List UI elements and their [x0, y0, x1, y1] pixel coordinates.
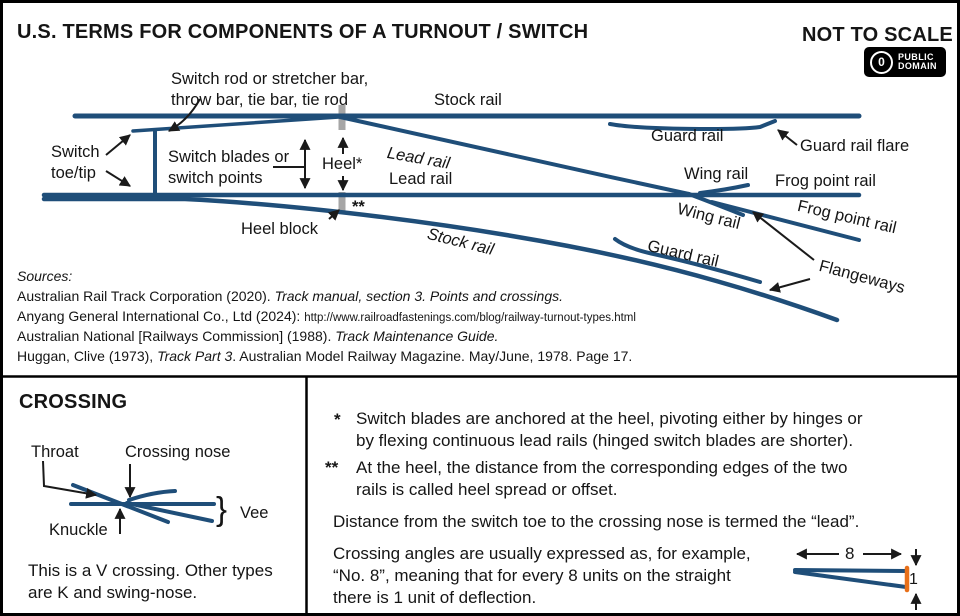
source-2-url: http://www.railroadfastenings.com/blog/r…	[304, 312, 636, 324]
angle-deflected-rail-line	[793, 570, 908, 589]
lower-guard-rail-line	[613, 237, 762, 284]
guard-rail-top-label: Guard rail	[651, 127, 724, 145]
guard-rail-flare-label: Guard rail flare	[800, 137, 910, 155]
sources-heading: Sources:	[17, 268, 73, 284]
source-1-text: Australian Rail Track Corporation (2020)…	[17, 288, 275, 304]
crossing-nose-label: Crossing nose	[125, 443, 231, 461]
lead-note: Distance from the switch toe to the cros…	[333, 512, 860, 531]
source-4-title: Track Part 3	[157, 348, 233, 364]
crossing-angle-diagram	[793, 565, 910, 593]
public-domain-badge: 0 PUBLIC DOMAIN	[864, 47, 946, 77]
not-to-scale-note: NOT TO SCALE	[802, 24, 953, 46]
vee-label: Vee	[240, 504, 269, 522]
crossing-wing-rail-line	[127, 489, 177, 502]
source-4-text-a: Huggan, Clive (1973),	[17, 348, 158, 364]
one-unit-label: 1	[909, 571, 918, 588]
switch-rod-pointer-arrow	[168, 98, 201, 132]
source-3-title: Track Maintenance Guide.	[335, 328, 499, 344]
heel-label: Heel*	[322, 155, 363, 173]
throat-pointer-arrow	[42, 460, 98, 499]
crossing-vee-rail-line	[125, 501, 214, 523]
source-item-4: Huggan, Clive (1973), Track Part 3. Aust…	[17, 347, 632, 367]
crossing-angle-note: Crossing angles are usually expressed as…	[333, 544, 751, 607]
double-star-note: At the heel, the distance from the corre…	[356, 458, 848, 499]
wing-rail-upper-label: Wing rail	[684, 165, 749, 183]
heel-block-label: Heel block	[241, 220, 319, 238]
source-4-text-b: . Australian Model Railway Magazine. May…	[232, 348, 633, 364]
eight-units-label: 8	[845, 544, 855, 563]
curved-lead-rail-line	[338, 115, 691, 196]
badge-line-2: DOMAIN	[898, 61, 937, 71]
angle-straight-rail-line	[793, 568, 908, 573]
switch-toe-lower-arrow	[105, 170, 131, 187]
heel-block-arrow	[327, 209, 340, 221]
double-star-marker: **	[325, 458, 339, 477]
flangeway-lower-arrow	[768, 278, 811, 293]
stock-rail-top-label: Stock rail	[434, 91, 502, 109]
panel-dividers	[3, 375, 957, 613]
flangeway-upper-arrow	[752, 211, 815, 261]
guard-rail-flare-arrow	[777, 129, 798, 146]
frog-point-rail-straight-label: Frog point rail	[775, 172, 876, 190]
top-switch-blade-line	[131, 115, 341, 133]
crossing-caption: This is a V crossing. Other types are K …	[28, 561, 273, 602]
crossing-heading: CROSSING	[19, 391, 128, 413]
source-item-3: Australian National [Railways Commission…	[17, 327, 498, 347]
crossing-rails	[69, 483, 216, 524]
switch-toe-label: Switch toe/tip	[51, 143, 100, 182]
source-1-title: Track manual, section 3. Points and cros…	[274, 288, 563, 304]
heel-block-bottom-tick	[338, 192, 346, 211]
vee-brace: }	[216, 490, 228, 527]
star-note: Switch blades are anchored at the heel, …	[356, 409, 863, 450]
annotation-arrows	[42, 98, 922, 610]
top-guard-rail-line	[608, 119, 777, 131]
star-marker: *	[334, 410, 341, 429]
switch-toe-upper-arrow	[105, 134, 131, 156]
switch-rod-label: Switch rod or stretcher bar, throw bar, …	[171, 70, 369, 109]
upper-wing-rail-line	[698, 183, 750, 195]
throat-label: Throat	[31, 443, 79, 461]
knuckle-label: Knuckle	[49, 521, 108, 539]
page-title: U.S. TERMS FOR COMPONENTS OF A TURNOUT /…	[17, 21, 589, 43]
curved-frog-point-rail-line	[710, 200, 861, 242]
public-domain-badge-label: PUBLIC DOMAIN	[898, 51, 937, 72]
source-3-text: Australian National [Railways Commission…	[17, 328, 336, 344]
source-2-text: Anyang General International Co., Ltd (2…	[17, 308, 305, 324]
lead-rail-straight-label: Lead rail	[389, 170, 453, 188]
source-item-2: Anyang General International Co., Ltd (2…	[17, 307, 636, 329]
switch-blades-label: Switch blades or switch points	[168, 148, 290, 187]
public-domain-zero: 0	[878, 55, 885, 69]
source-item-1: Australian Rail Track Corporation (2020)…	[17, 287, 563, 307]
public-domain-icon: 0	[870, 50, 893, 74]
diagram-artwork	[3, 98, 957, 613]
badge-line-1: PUBLIC	[898, 51, 934, 62]
heel-spread-marker: **	[352, 198, 365, 216]
curved-stock-rail-line	[41, 196, 840, 323]
turnout-rails	[41, 113, 862, 323]
